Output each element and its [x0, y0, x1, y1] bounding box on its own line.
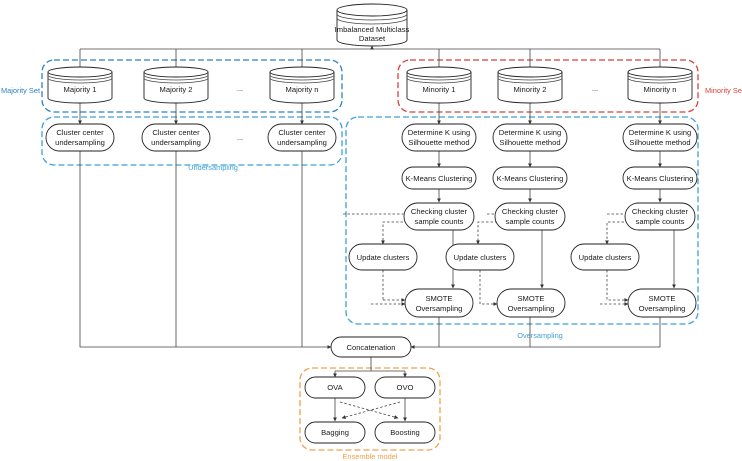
svg-text:Determine K using: Determine K using — [408, 128, 470, 137]
kmeans-step-1: K-Means Clustering — [401, 166, 477, 190]
svg-text:Oversampling: Oversampling — [416, 304, 463, 313]
checking-step-1: Checking cluster sample counts — [403, 202, 475, 231]
svg-text:Determine K using: Determine K using — [629, 128, 691, 137]
svg-text:Silhouette method: Silhouette method — [408, 138, 469, 147]
svg-text:SMOTE: SMOTE — [425, 294, 452, 303]
svg-text:Oversampling: Oversampling — [639, 304, 686, 313]
undersampling-frame — [41, 116, 343, 166]
undersampling-step-1: Cluster center undersampling — [45, 123, 115, 152]
svg-text:SMOTE: SMOTE — [648, 294, 675, 303]
svg-text:Cluster center: Cluster center — [278, 128, 326, 137]
ova-node: OVA — [304, 376, 366, 399]
majority-set-frame — [41, 59, 343, 113]
majority-node-2: Majority 2 — [143, 66, 209, 104]
svg-text:SMOTE: SMOTE — [517, 294, 544, 303]
svg-text:Bagging: Bagging — [321, 428, 349, 437]
svg-text:Update clusters: Update clusters — [357, 253, 410, 262]
svg-text:Concatenation: Concatenation — [347, 343, 396, 352]
kmeans-step-n: K-Means Clustering — [622, 166, 698, 190]
svg-text:sample counts: sample counts — [636, 217, 685, 226]
svg-text:Checking cluster: Checking cluster — [411, 207, 468, 216]
checking-step-n: Checking cluster sample counts — [624, 202, 696, 231]
undersampling-ellipsis: ... — [237, 133, 243, 142]
svg-text:K-Means Clustering: K-Means Clustering — [627, 174, 694, 183]
update-clusters-1: Update clusters — [348, 243, 418, 271]
majority-node-1: Majority 1 — [47, 66, 113, 104]
svg-text:K-Means Clustering: K-Means Clustering — [406, 174, 473, 183]
svg-text:Checking cluster: Checking cluster — [502, 207, 559, 216]
svg-text:Silhouette method: Silhouette method — [499, 138, 560, 147]
svg-text:Checking cluster: Checking cluster — [632, 207, 689, 216]
dataset-label-line1: Imbalanced Multiclass — [335, 25, 410, 34]
minority-label-2: Minority 2 — [514, 85, 547, 94]
svg-text:Determine K using: Determine K using — [499, 128, 561, 137]
determine-k-step-2: Determine K using Silhouette method — [492, 123, 568, 152]
update-clusters-2: Update clusters — [445, 243, 515, 271]
minority-node-n: Minority n — [627, 66, 693, 104]
smote-step-1: SMOTE Oversampling — [404, 288, 474, 318]
majority-label-1: Majority 1 — [64, 85, 97, 94]
concatenation-node: Concatenation — [330, 336, 412, 358]
svg-text:sample counts: sample counts — [506, 217, 555, 226]
svg-text:OVA: OVA — [327, 383, 343, 392]
kmeans-step-2: K-Means Clustering — [492, 166, 568, 190]
svg-text:Boosting: Boosting — [390, 428, 420, 437]
majority-ellipsis: ... — [237, 84, 243, 93]
checking-step-2: Checking cluster sample counts — [494, 202, 566, 231]
svg-text:OVO: OVO — [397, 383, 414, 392]
oversampling-frame — [345, 116, 699, 325]
svg-text:K-Means Clustering: K-Means Clustering — [497, 174, 564, 183]
svg-text:Update clusters: Update clusters — [454, 253, 507, 262]
dataset-label-line2: Dataset — [359, 34, 386, 43]
minority-set-frame — [397, 59, 699, 113]
minority-node-1: Minority 1 — [406, 66, 472, 104]
oversampling-label: Oversampling — [517, 331, 563, 340]
determine-k-step-1: Determine K using Silhouette method — [401, 123, 477, 152]
update-clusters-n: Update clusters — [570, 243, 640, 271]
minority-label-n: Minority n — [644, 85, 677, 94]
bagging-node: Bagging — [304, 421, 366, 444]
majority-set-label: Majority Set — [1, 86, 40, 95]
minority-node-2: Minority 2 — [497, 66, 563, 104]
boosting-node: Boosting — [374, 421, 436, 444]
undersampling-step-n: Cluster center undersampling — [267, 123, 337, 152]
svg-text:Oversampling: Oversampling — [508, 304, 555, 313]
svg-text:Silhouette method: Silhouette method — [629, 138, 690, 147]
majority-node-n: Majority n — [269, 66, 335, 104]
svg-text:undersampling: undersampling — [151, 138, 201, 147]
smote-step-2: SMOTE Oversampling — [496, 288, 566, 318]
svg-text:undersampling: undersampling — [55, 138, 105, 147]
svg-text:Update clusters: Update clusters — [579, 253, 632, 262]
svg-text:undersampling: undersampling — [277, 138, 327, 147]
svg-text:Cluster center: Cluster center — [152, 128, 200, 137]
ovo-node: OVO — [374, 376, 436, 399]
majority-label-2: Majority 2 — [160, 85, 193, 94]
dataset-node: Imbalanced Multiclass Dataset — [335, 3, 410, 47]
undersampling-step-2: Cluster center undersampling — [141, 123, 211, 152]
svg-text:Cluster center: Cluster center — [56, 128, 104, 137]
minority-label-1: Minority 1 — [423, 85, 456, 94]
svg-text:sample counts: sample counts — [415, 217, 464, 226]
undersampling-label: Undersampling — [188, 163, 238, 172]
majority-label-n: Majority n — [286, 85, 319, 94]
ensemble-model-label: Ensemble model — [342, 452, 397, 461]
ensemble-frame — [299, 367, 441, 451]
determine-k-step-n: Determine K using Silhouette method — [622, 123, 698, 152]
minority-ellipsis: ... — [592, 84, 598, 93]
smote-step-n: SMOTE Oversampling — [627, 288, 697, 318]
minority-set-label: Minority Set — [705, 86, 742, 95]
edges — [78, 45, 676, 422]
